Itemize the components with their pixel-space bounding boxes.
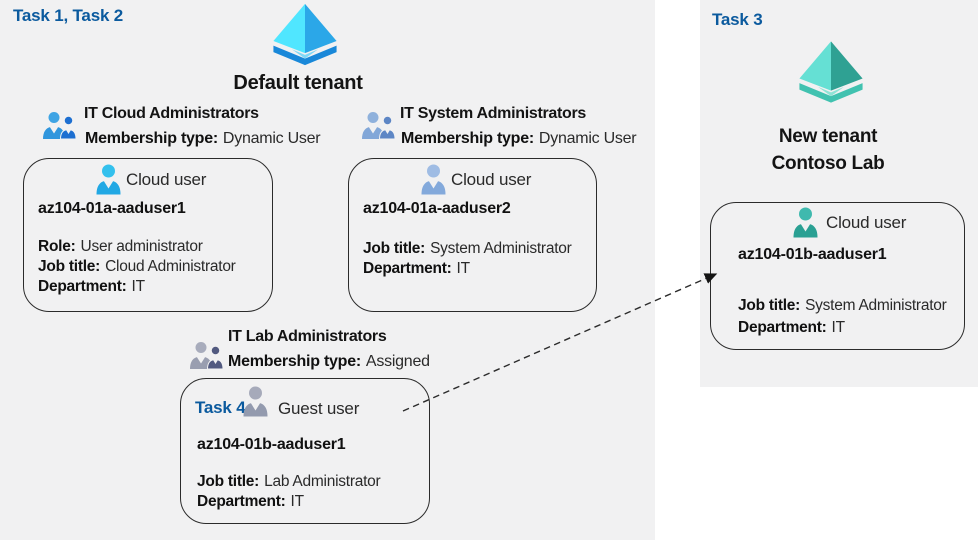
- membership-type-label: Membership type:: [401, 130, 534, 147]
- user-icon-cyan: [96, 164, 121, 195]
- job-title-label: Job title:: [363, 240, 426, 257]
- job-title-label: Job title:: [38, 258, 101, 275]
- default-tenant-title: Default tenant: [233, 72, 363, 94]
- user-kind-label: Guest user: [278, 399, 360, 418]
- task-1-2-label: Task 1, Task 2: [13, 6, 123, 25]
- azure-tenant-teal-icon: [799, 41, 863, 103]
- job-title-value: System Administrator: [805, 297, 947, 314]
- user-name: az104-01a-aaduser1: [38, 200, 186, 217]
- user-job-line: Job title:System Administrator: [738, 297, 947, 315]
- user-kind-label: Cloud user: [826, 213, 907, 232]
- group-name-it-cloud-administrators: IT Cloud Administrators: [84, 105, 259, 122]
- cloud-user1-card: Cloud user az104-01a-aaduser1 Role:User …: [23, 158, 273, 312]
- user-kind-label: Cloud user: [451, 170, 532, 189]
- user-role-line: Role:User administrator: [38, 238, 203, 256]
- membership-type-label: Membership type:: [85, 130, 218, 147]
- new-tenant-user-card: Cloud user az104-01b-aaduser1 Job title:…: [710, 202, 965, 350]
- department-label: Department:: [38, 278, 127, 295]
- user-kind-label: Cloud user: [126, 170, 207, 189]
- user-department-line: Department:IT: [738, 319, 845, 337]
- user-job-line: Job title:Lab Administrator: [197, 473, 381, 491]
- department-value: IT: [831, 319, 846, 336]
- user-name: az104-01a-aaduser2: [363, 200, 511, 217]
- guest-user-card: Task 4 Guest user az104-01b-aaduser1 Job…: [180, 378, 430, 524]
- task-3-label: Task 3: [712, 10, 763, 29]
- group-membership-it-system: Membership type:Dynamic User: [401, 130, 637, 148]
- new-tenant-line2: Contoso Lab: [771, 153, 885, 174]
- membership-type-value: Dynamic User: [538, 130, 637, 147]
- new-tenant-line1: New tenant: [778, 126, 878, 147]
- role-label: Role:: [38, 238, 76, 255]
- department-value: IT: [290, 493, 305, 510]
- department-label: Department:: [363, 260, 452, 277]
- group-icon-gray: [190, 342, 223, 370]
- user-job-line: Job title:System Administrator: [363, 240, 572, 258]
- group-icon-blue: [43, 112, 76, 140]
- task-4-label: Task 4: [195, 398, 246, 417]
- department-value: IT: [131, 278, 146, 295]
- new-tenant-title: New tenant Contoso Lab: [703, 123, 953, 177]
- group-icon-steelblue: [362, 112, 395, 140]
- default-tenant-area-background: [0, 0, 655, 540]
- job-title-value: Lab Administrator: [264, 473, 381, 490]
- user-icon-steelblue: [421, 164, 446, 195]
- user-job-line: Job title:Cloud Administrator: [38, 258, 236, 276]
- role-value: User administrator: [80, 238, 203, 255]
- user-department-line: Department:IT: [197, 493, 304, 511]
- department-value: IT: [456, 260, 471, 277]
- azure-tenant-blue-icon: [273, 3, 337, 66]
- user-department-line: Department:IT: [363, 260, 470, 278]
- user-name: az104-01b-aaduser1: [738, 246, 887, 263]
- group-name-it-system-administrators: IT System Administrators: [400, 105, 587, 122]
- department-label: Department:: [197, 493, 286, 510]
- user-icon-teal: [793, 207, 818, 238]
- membership-type-value: Assigned: [365, 353, 430, 370]
- user-icon-gray: [243, 386, 268, 417]
- membership-type-label: Membership type:: [228, 353, 361, 370]
- group-name-it-lab-administrators: IT Lab Administrators: [228, 328, 387, 345]
- job-title-value: System Administrator: [430, 240, 572, 257]
- user-department-line: Department:IT: [38, 278, 145, 296]
- job-title-label: Job title:: [738, 297, 801, 314]
- job-title-label: Job title:: [197, 473, 260, 490]
- group-membership-it-lab: Membership type:Assigned: [228, 353, 430, 371]
- cloud-user2-card: Cloud user az104-01a-aaduser2 Job title:…: [348, 158, 597, 312]
- department-label: Department:: [738, 319, 827, 336]
- user-name: az104-01b-aaduser1: [197, 436, 346, 453]
- membership-type-value: Dynamic User: [222, 130, 321, 147]
- group-membership-it-cloud: Membership type:Dynamic User: [85, 130, 321, 148]
- job-title-value: Cloud Administrator: [105, 258, 236, 275]
